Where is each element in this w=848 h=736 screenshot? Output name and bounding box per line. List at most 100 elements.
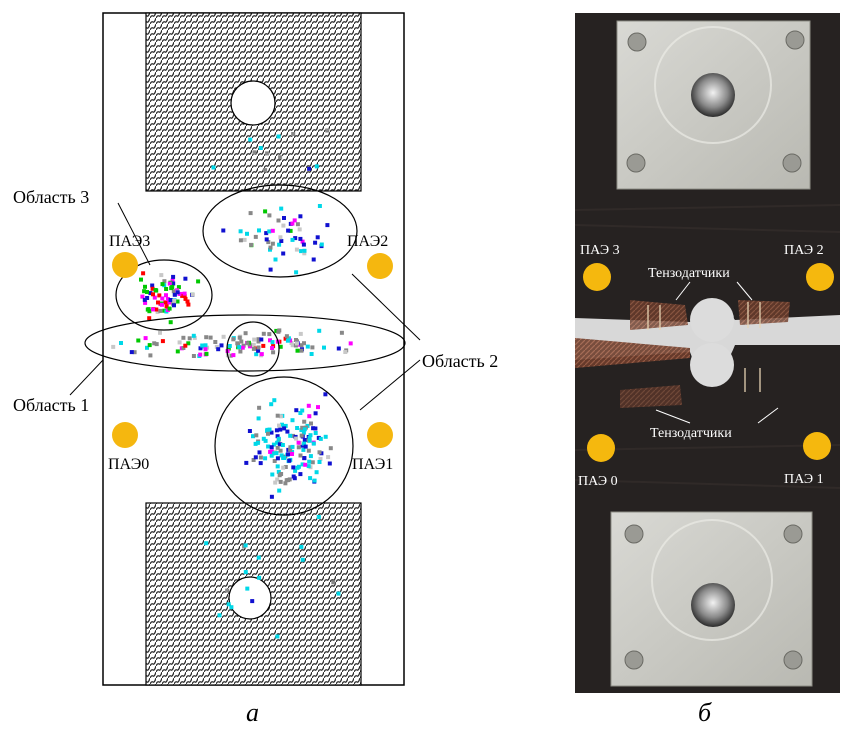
ae-event-367 <box>269 494 274 499</box>
ae-event-222 <box>266 240 271 245</box>
ae-event-290 <box>313 431 318 435</box>
ae-event-173 <box>172 303 176 308</box>
ae-event-162 <box>143 300 148 305</box>
ae-event-135 <box>159 273 164 278</box>
area-2-lower-ellipse <box>214 376 354 516</box>
ae-event-66 <box>226 346 231 351</box>
ae-event-91 <box>227 344 232 348</box>
ae-event-423 <box>314 164 319 169</box>
ae-event-344 <box>313 426 318 431</box>
ae-event-182 <box>142 289 147 294</box>
ae-event-181 <box>162 279 167 284</box>
ae-event-320 <box>275 440 280 445</box>
ae-event-223 <box>268 247 272 252</box>
ae-event-87 <box>295 341 299 346</box>
ae-event-428 <box>204 541 209 546</box>
ae-event-321 <box>283 481 288 486</box>
ae-event-250 <box>253 234 258 239</box>
ae-event-318 <box>290 452 294 456</box>
ae-event-51 <box>145 345 149 350</box>
ae-event-371 <box>282 426 287 431</box>
ae-event-293 <box>317 450 322 455</box>
ae-event-0 <box>254 352 259 357</box>
ae-event-132 <box>182 294 187 298</box>
bottom-plate-hole <box>691 583 735 627</box>
ae-event-334 <box>300 462 305 467</box>
ae-event-216 <box>245 231 249 236</box>
sensor-1-marker <box>367 422 393 448</box>
ae-event-407 <box>253 455 258 460</box>
ae-event-131 <box>185 299 190 304</box>
ae-event-437 <box>256 555 261 560</box>
ae-event-4 <box>261 331 266 336</box>
area-2-upper-ellipse <box>202 184 358 278</box>
ae-event-298 <box>285 429 290 434</box>
ae-event-30 <box>214 344 219 349</box>
ae-event-365 <box>299 433 304 438</box>
ae-event-225 <box>276 218 281 223</box>
caption-a: а <box>246 698 259 727</box>
ae-event-19 <box>186 341 191 346</box>
ae-event-64 <box>143 336 148 341</box>
ae-event-192 <box>151 292 155 297</box>
ae-event-370 <box>302 441 307 446</box>
ae-event-101 <box>286 336 291 341</box>
ae-event-102 <box>208 335 213 340</box>
ae-event-357 <box>263 456 268 461</box>
photo-sensor-1-marker <box>803 432 831 460</box>
ae-event-23 <box>132 350 137 355</box>
ae-event-343 <box>269 453 274 458</box>
strain-gauge-label-top: Тензодатчики <box>648 266 730 281</box>
ae-event-399 <box>281 465 286 470</box>
ae-event-75 <box>160 339 165 344</box>
ae-event-251 <box>238 238 243 243</box>
ae-event-53 <box>245 341 250 346</box>
ae-event-103 <box>235 341 240 346</box>
ae-event-221 <box>267 229 272 234</box>
ae-event-218 <box>313 240 318 245</box>
ae-event-267 <box>316 405 320 410</box>
ae-event-9 <box>152 341 157 346</box>
ae-event-130 <box>157 293 162 298</box>
ae-event-346 <box>318 456 323 461</box>
ae-event-431 <box>229 605 234 610</box>
ae-event-184 <box>156 300 160 305</box>
ae-event-48 <box>221 334 226 339</box>
ae-event-331 <box>302 438 307 442</box>
ae-event-296 <box>269 430 274 435</box>
ae-event-249 <box>319 242 324 247</box>
sensor-3-marker <box>112 252 138 278</box>
ae-event-202 <box>297 227 302 232</box>
ae-event-36 <box>290 343 295 348</box>
ae-event-212 <box>278 235 283 240</box>
ae-event-260 <box>272 459 277 463</box>
ae-event-297 <box>283 423 288 428</box>
ae-event-117 <box>256 345 261 350</box>
ae-event-118 <box>219 343 224 348</box>
top-bolt-hole <box>230 80 276 126</box>
ae-event-383 <box>279 453 284 458</box>
ae-event-175 <box>147 316 152 321</box>
ae-event-224 <box>317 204 322 208</box>
ae-event-327 <box>318 436 323 441</box>
ae-event-369 <box>258 455 263 460</box>
ae-event-68 <box>238 349 243 354</box>
sensor-2-marker <box>367 253 393 279</box>
photo-sensor-0-marker <box>587 434 615 462</box>
ae-event-434 <box>245 586 250 591</box>
ae-event-31 <box>177 340 182 345</box>
ae-event-215 <box>288 228 293 233</box>
ae-event-124 <box>183 276 188 281</box>
ae-event-209 <box>311 257 316 262</box>
ae-event-90 <box>203 343 208 348</box>
ae-event-360 <box>286 452 290 457</box>
ae-event-324 <box>278 448 283 453</box>
ae-event-120 <box>196 279 201 284</box>
ae-event-242 <box>264 237 269 242</box>
ae-event-373 <box>268 449 273 454</box>
ae-event-70 <box>181 346 186 350</box>
ae-event-82 <box>293 343 298 348</box>
ae-event-165 <box>165 297 170 301</box>
ae-event-17 <box>339 330 344 335</box>
ae-event-191 <box>158 308 163 313</box>
